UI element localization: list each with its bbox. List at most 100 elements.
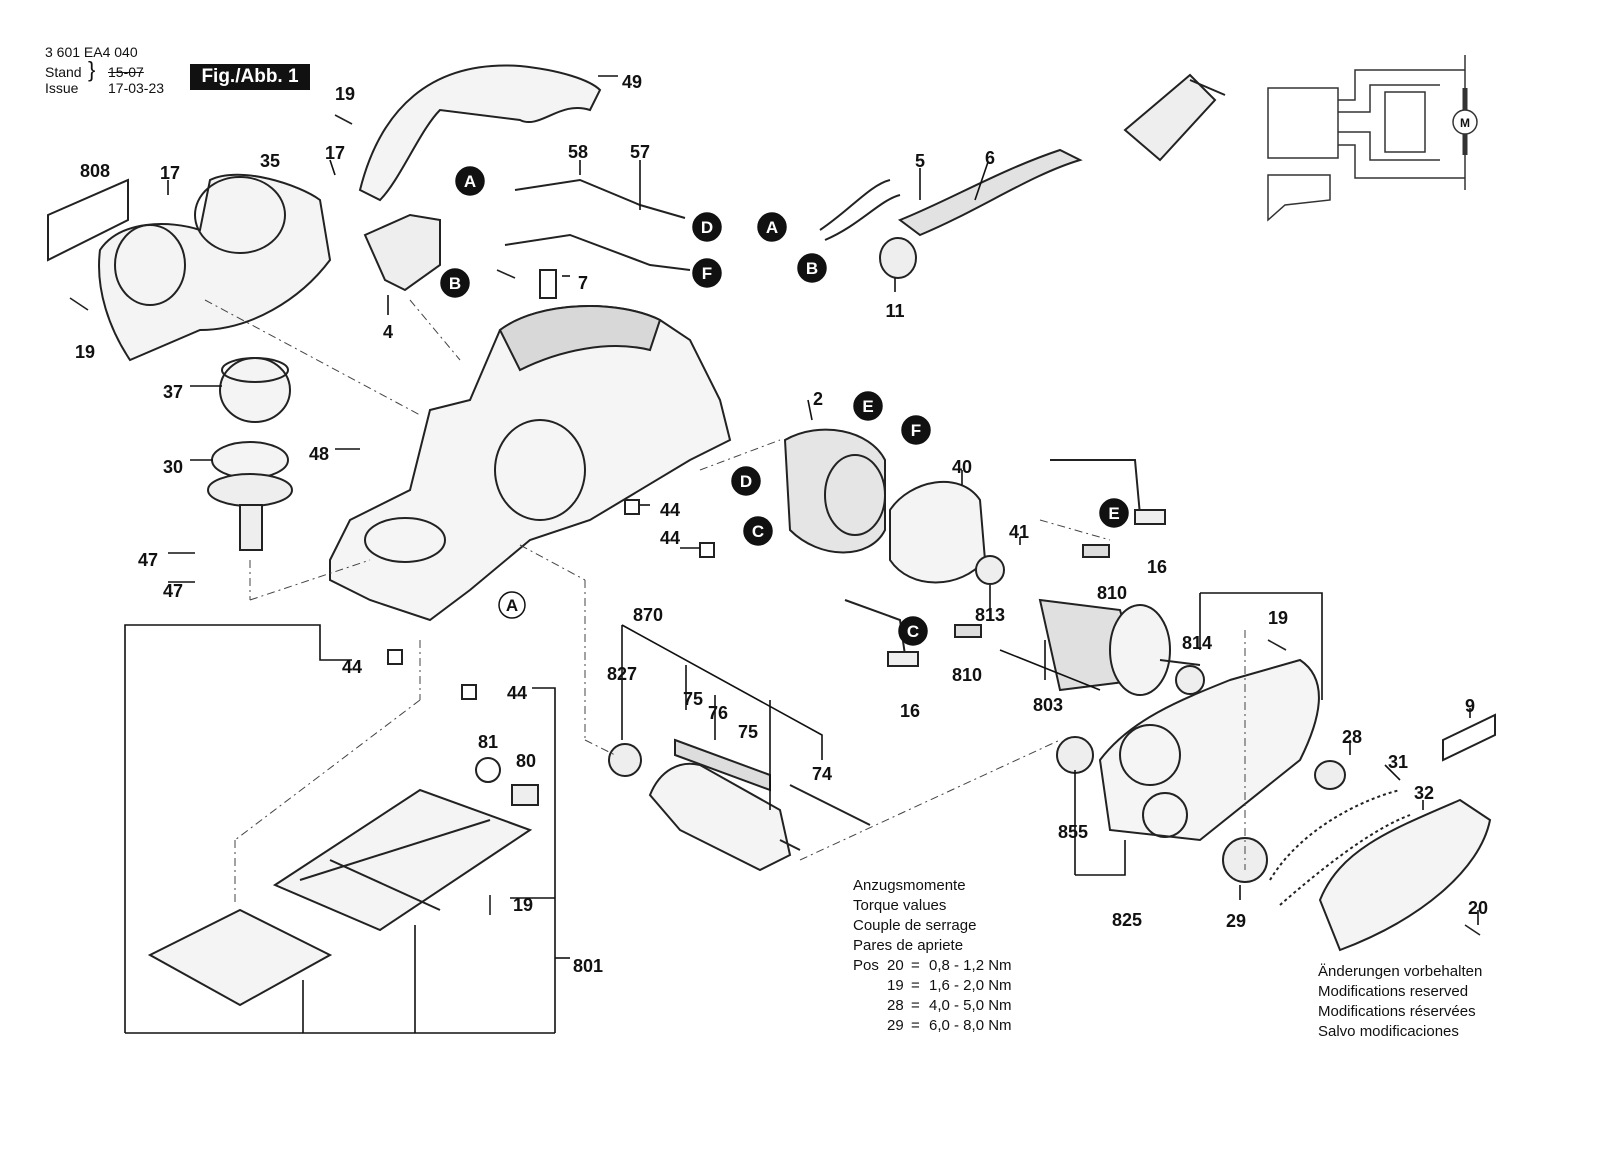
wiring-schematic — [1267, 55, 1478, 222]
shoe-part — [147, 908, 333, 1007]
doc-number: 3 601 EA4 040 — [45, 44, 138, 60]
connector-marker — [898, 616, 928, 646]
connector-marker — [692, 258, 722, 288]
part-label: 48 — [309, 444, 329, 464]
part-label: 80 — [516, 751, 536, 771]
part-label: 16 — [900, 701, 920, 721]
connector-marker — [901, 415, 931, 445]
connector-marker-label: D — [701, 218, 713, 237]
part-label: 6 — [985, 148, 995, 168]
part-label: 813 — [975, 605, 1005, 625]
part-label: 57 — [630, 142, 650, 162]
connector-marker-label: B — [806, 259, 818, 278]
part-label: 7 — [578, 273, 588, 293]
connector-marker — [1099, 498, 1129, 528]
torque-row: 29=6,0 - 8,0 Nm — [887, 1017, 1012, 1034]
connector-marker-label: A — [506, 596, 518, 615]
connector-marker-label: E — [862, 397, 873, 416]
part-label: 44 — [342, 657, 362, 677]
fan-guide-part — [889, 480, 987, 584]
torque-title-de: Anzugsmomente — [853, 877, 966, 894]
part-label: 11 — [885, 301, 904, 321]
part-label: 81 — [478, 732, 498, 752]
part-label: 810 — [1097, 583, 1127, 603]
part-label: 2 — [813, 389, 823, 409]
connector-marker — [797, 253, 827, 283]
part-label: 19 — [513, 895, 533, 915]
cord-part — [897, 148, 1083, 237]
part-label: 5 — [915, 151, 925, 171]
sticker-808-part — [47, 178, 129, 262]
stand-value: 15-07 — [108, 64, 144, 80]
connector-marker-label: C — [907, 622, 919, 641]
part-label: 37 — [163, 382, 183, 402]
part-label: 801 — [573, 956, 603, 976]
connector-marker-label: D — [740, 472, 752, 491]
part-label: 19 — [335, 84, 355, 104]
connector-marker — [455, 166, 485, 196]
part-label: 825 — [1112, 910, 1142, 930]
part-label: 4 — [383, 322, 393, 342]
part-label: 814 — [1182, 633, 1212, 653]
top-cover-part — [358, 64, 602, 202]
part-label: 29 — [1226, 911, 1246, 931]
connector-marker — [743, 516, 773, 546]
planer-drum-part — [648, 762, 792, 872]
part-label: 810 — [952, 665, 982, 685]
modifications-es: Salvo modificaciones — [1318, 1023, 1459, 1040]
part-label: 32 — [1414, 783, 1434, 803]
torque-title-fr: Couple de serrage — [853, 917, 977, 934]
stand-label: Stand — [45, 64, 82, 80]
connector-marker-label: C — [752, 522, 764, 541]
part-label: 47 — [138, 550, 158, 570]
part-label: 76 — [708, 703, 728, 723]
switch-part — [363, 213, 441, 292]
torque-title-en: Torque values — [853, 897, 947, 914]
part-label: 75 — [738, 722, 758, 742]
part-label: 44 — [660, 500, 680, 520]
part-label: 49 — [622, 72, 642, 92]
part-label: 44 — [660, 528, 680, 548]
modifications-notice: Änderungen vorbehalten Modifications res… — [1318, 962, 1482, 1042]
part-label: 30 — [163, 457, 183, 477]
motor-symbol: M — [1460, 116, 1470, 130]
part-label: 19 — [1268, 608, 1288, 628]
connector-marker — [498, 591, 526, 619]
part-label: 20 — [1468, 898, 1488, 918]
part-label: 17 — [325, 143, 345, 163]
part-label: 28 — [1342, 727, 1362, 747]
modifications-en: Modifications reserved — [1318, 983, 1469, 1000]
part-label: 35 — [260, 151, 280, 171]
part-label: 17 — [160, 163, 180, 183]
belt-guard-part — [1318, 798, 1492, 952]
part-label: 19 — [75, 342, 95, 362]
torque-row: 19=1,6 - 2,0 Nm — [887, 977, 1012, 994]
plug-part — [1123, 73, 1217, 162]
torque-row: 28=4,0 - 5,0 Nm — [887, 997, 1012, 1014]
base-plate-part — [272, 788, 533, 932]
part-label: 75 — [683, 689, 703, 709]
connector-marker — [757, 212, 787, 242]
part-label: 74 — [812, 764, 832, 784]
modifications-fr: Modifications réservées — [1318, 1003, 1476, 1020]
part-label: 58 — [568, 142, 588, 162]
modifications-de: Änderungen vorbehalten — [1318, 963, 1483, 980]
part-label: 827 — [607, 664, 637, 684]
knob-part — [219, 357, 291, 423]
part-label: 9 — [1465, 696, 1475, 716]
pos-label: Pos — [853, 957, 879, 974]
issue-value: 17-03-23 — [108, 80, 165, 96]
connector-marker-label: F — [911, 421, 921, 440]
part-label: 47 — [163, 581, 183, 601]
part-label: 870 — [633, 605, 663, 625]
issue-label: Issue — [45, 80, 79, 96]
connector-marker — [440, 268, 470, 298]
part-label: 808 — [80, 161, 110, 181]
connector-marker — [853, 391, 883, 421]
part-label: 855 — [1058, 822, 1088, 842]
depth-adjust-part — [211, 441, 289, 479]
connector-marker-label: A — [464, 172, 476, 191]
connector-marker-label: F — [702, 264, 712, 283]
